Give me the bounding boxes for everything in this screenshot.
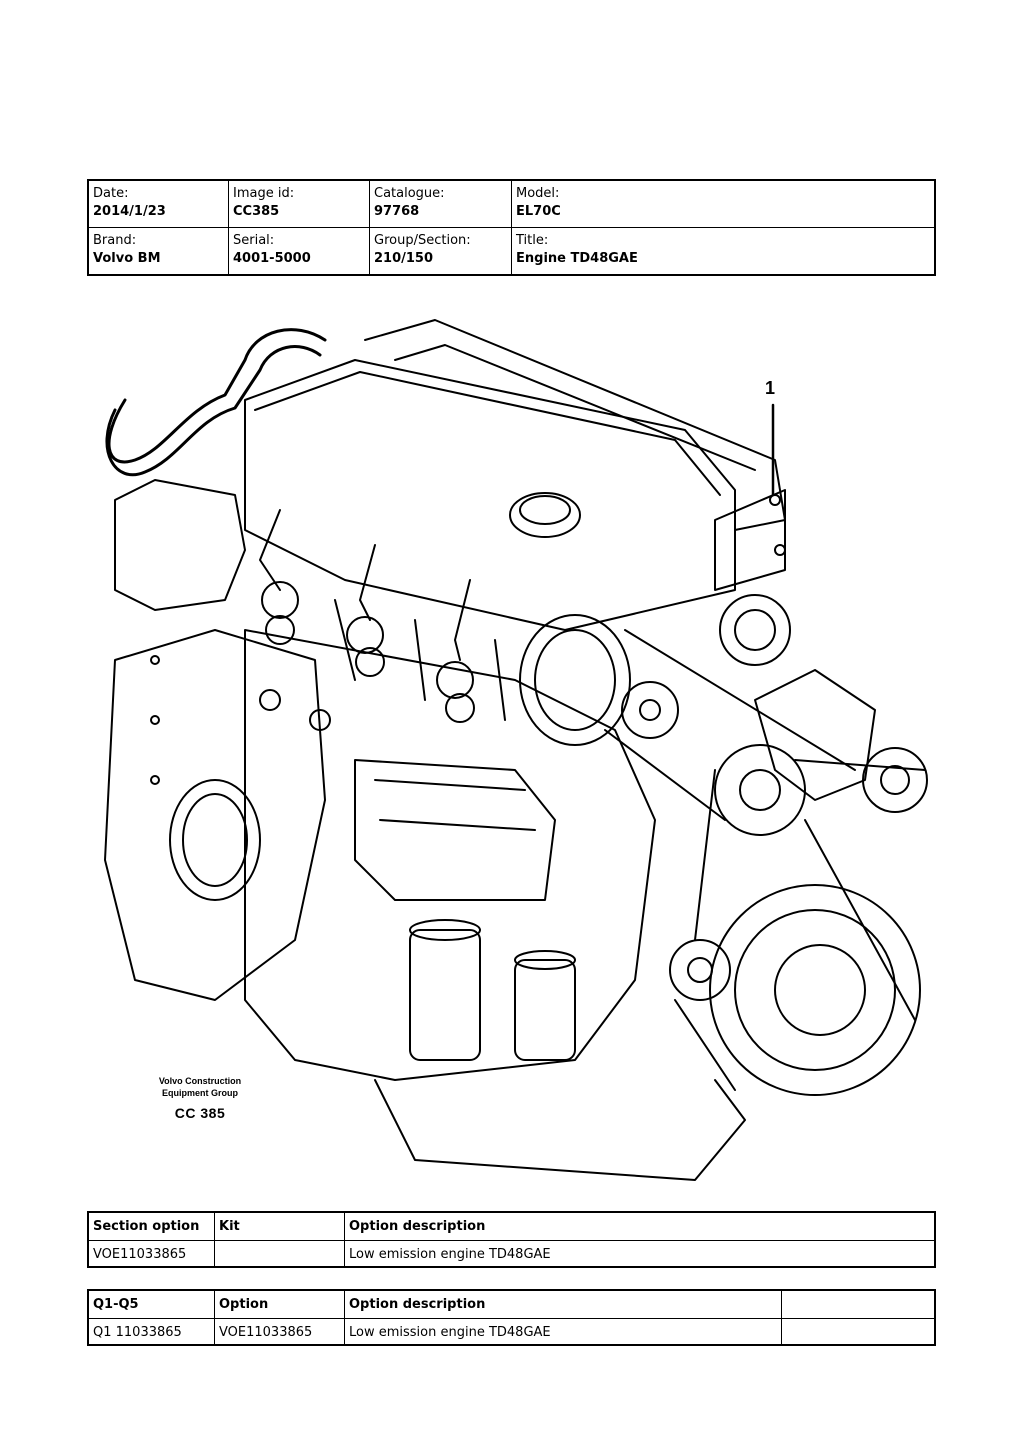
table-cell: VOE11033865 — [89, 1241, 215, 1267]
date-value: 2014/1/23 — [93, 204, 166, 219]
column-header: Section option — [89, 1213, 215, 1240]
image-id-cell: Image id: CC385 — [229, 181, 370, 227]
title-cell: Title: Engine TD48GAE — [512, 228, 934, 274]
info-table: Date: 2014/1/23 Image id: CC385 Catalogu… — [87, 179, 936, 276]
table-cell: VOE11033865 — [215, 1319, 345, 1345]
drawing-caption: Volvo Construction Equipment Group CC 38… — [140, 1075, 260, 1121]
column-header — [782, 1291, 934, 1318]
column-header: Option description — [349, 1219, 486, 1234]
catalogue-cell: Catalogue: 97768 — [370, 181, 512, 227]
caption-line-1: Volvo Construction — [158, 1076, 242, 1086]
group-value: 210/150 — [374, 251, 434, 266]
table-row: VOE11033865 Low emission engine TD48GAE — [89, 1240, 934, 1267]
brand-label: Brand: — [93, 233, 137, 248]
model-cell: Model: EL70C — [512, 181, 934, 227]
caption-line-2: Equipment Group — [162, 1088, 238, 1098]
table-cell — [215, 1241, 345, 1267]
image-id-label: Image id: — [233, 186, 295, 201]
section-option-table: Section option Kit Option description VO… — [87, 1211, 936, 1268]
model-value: EL70C — [516, 204, 561, 219]
title-value: Engine TD48GAE — [516, 251, 638, 266]
title-label: Title: — [516, 233, 549, 248]
brand-cell: Brand: Volvo BM — [89, 228, 229, 274]
serial-cell: Serial: 4001-5000 — [229, 228, 370, 274]
engine-drawing — [104, 319, 928, 1181]
table-header-row: Q1-Q5 Option Option description — [89, 1291, 934, 1318]
brand-value: Volvo BM — [93, 251, 161, 266]
info-row: Brand: Volvo BM Serial: 4001-5000 Group/… — [89, 228, 934, 274]
table-cell: Low emission engine TD48GAE — [345, 1319, 782, 1345]
table-row: Q1 11033865 VOE11033865 Low emission eng… — [89, 1318, 934, 1345]
date-cell: Date: 2014/1/23 — [89, 181, 229, 227]
serial-value: 4001-5000 — [233, 251, 311, 266]
callout-number: 1 — [765, 378, 776, 398]
catalogue-value: 97768 — [374, 204, 420, 219]
catalogue-label: Catalogue: — [374, 186, 445, 201]
date-label: Date: — [93, 186, 129, 201]
info-row: Date: 2014/1/23 Image id: CC385 Catalogu… — [89, 181, 934, 228]
group-label: Group/Section: — [374, 233, 471, 248]
caption-code: CC 385 — [174, 1105, 226, 1121]
table-cell — [782, 1319, 934, 1345]
table-cell: Q1 11033865 — [89, 1319, 215, 1345]
table-cell: Low emission engine TD48GAE — [349, 1247, 551, 1262]
serial-label: Serial: — [233, 233, 275, 248]
table-header-row: Section option Kit Option description — [89, 1213, 934, 1240]
model-label: Model: — [516, 186, 560, 201]
image-id-value: CC385 — [233, 204, 280, 219]
column-header: Option — [215, 1291, 345, 1318]
option-table: Q1-Q5 Option Option description Q1 11033… — [87, 1289, 936, 1346]
column-header: Kit — [215, 1213, 345, 1240]
column-header: Q1-Q5 — [89, 1291, 215, 1318]
column-header: Option description — [345, 1291, 782, 1318]
group-cell: Group/Section: 210/150 — [370, 228, 512, 274]
